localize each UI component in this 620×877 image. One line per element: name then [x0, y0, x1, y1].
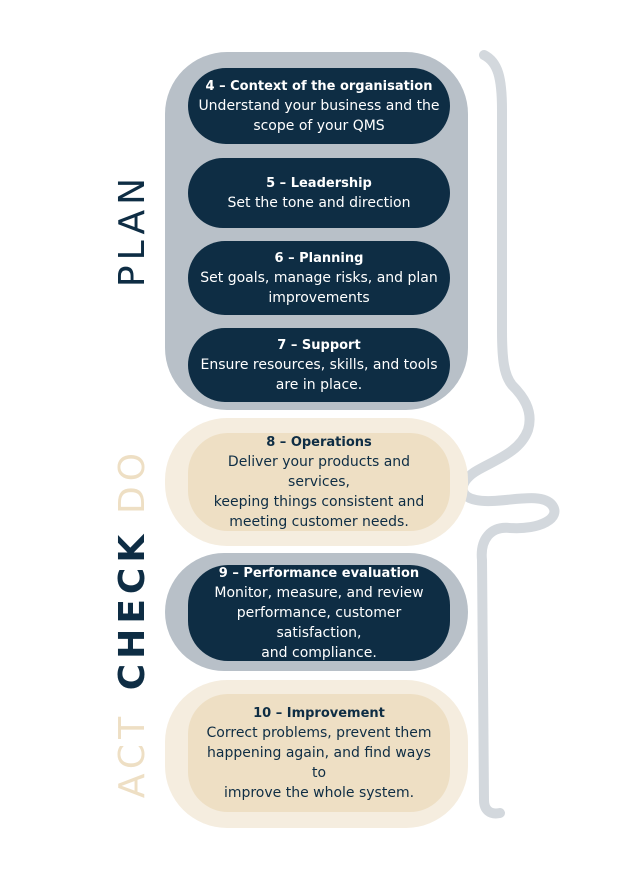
step-description-line: Deliver your products and services,: [198, 452, 440, 492]
step-title: 7 – Support: [277, 336, 360, 355]
step-description-line: Ensure resources, skills, and tools: [200, 355, 437, 375]
step-title: 8 – Operations: [266, 433, 372, 452]
phase-label-act: ACT: [115, 712, 151, 798]
step-description-line: improvements: [268, 288, 369, 308]
step-description-line: improve the whole system.: [224, 783, 414, 803]
step-planning: 6 – Planning Set goals, manage risks, an…: [188, 241, 450, 315]
step-operations: 8 – Operations Deliver your products and…: [188, 433, 450, 531]
step-description-line: keeping things consistent and: [214, 492, 424, 512]
step-leadership: 5 – Leadership Set the tone and directio…: [188, 158, 450, 228]
step-description-line: scope of your QMS: [253, 116, 384, 136]
step-context-of-organisation: 4 – Context of the organisation Understa…: [188, 68, 450, 144]
step-description-line: happening again, and find ways to: [198, 743, 440, 783]
step-title: 9 – Performance evaluation: [219, 564, 419, 583]
step-description-line: performance, customer satisfaction,: [198, 603, 440, 643]
phase-label-plan: PLAN: [115, 173, 151, 287]
step-description-line: meeting customer needs.: [229, 512, 409, 532]
step-description-line: Monitor, measure, and review: [214, 583, 423, 603]
step-title: 10 – Improvement: [253, 704, 385, 723]
step-title: 4 – Context of the organisation: [206, 77, 433, 96]
step-description-line: Understand your business and the: [198, 96, 439, 116]
step-performance-evaluation: 9 – Performance evaluation Monitor, meas…: [188, 565, 450, 661]
step-description-line: and compliance.: [261, 643, 377, 663]
step-description-line: Set goals, manage risks, and plan: [200, 268, 437, 288]
step-description-line: Set the tone and direction: [228, 193, 411, 213]
step-improvement: 10 – Improvement Correct problems, preve…: [188, 694, 450, 812]
step-support: 7 – Support Ensure resources, skills, an…: [188, 328, 450, 402]
step-description-line: Correct problems, prevent them: [207, 723, 432, 743]
step-title: 5 – Leadership: [266, 174, 372, 193]
phase-label-do: DO: [115, 448, 151, 514]
step-title: 6 – Planning: [275, 249, 364, 268]
step-description-line: are in place.: [276, 375, 362, 395]
phase-label-check: CHECK: [115, 530, 151, 690]
